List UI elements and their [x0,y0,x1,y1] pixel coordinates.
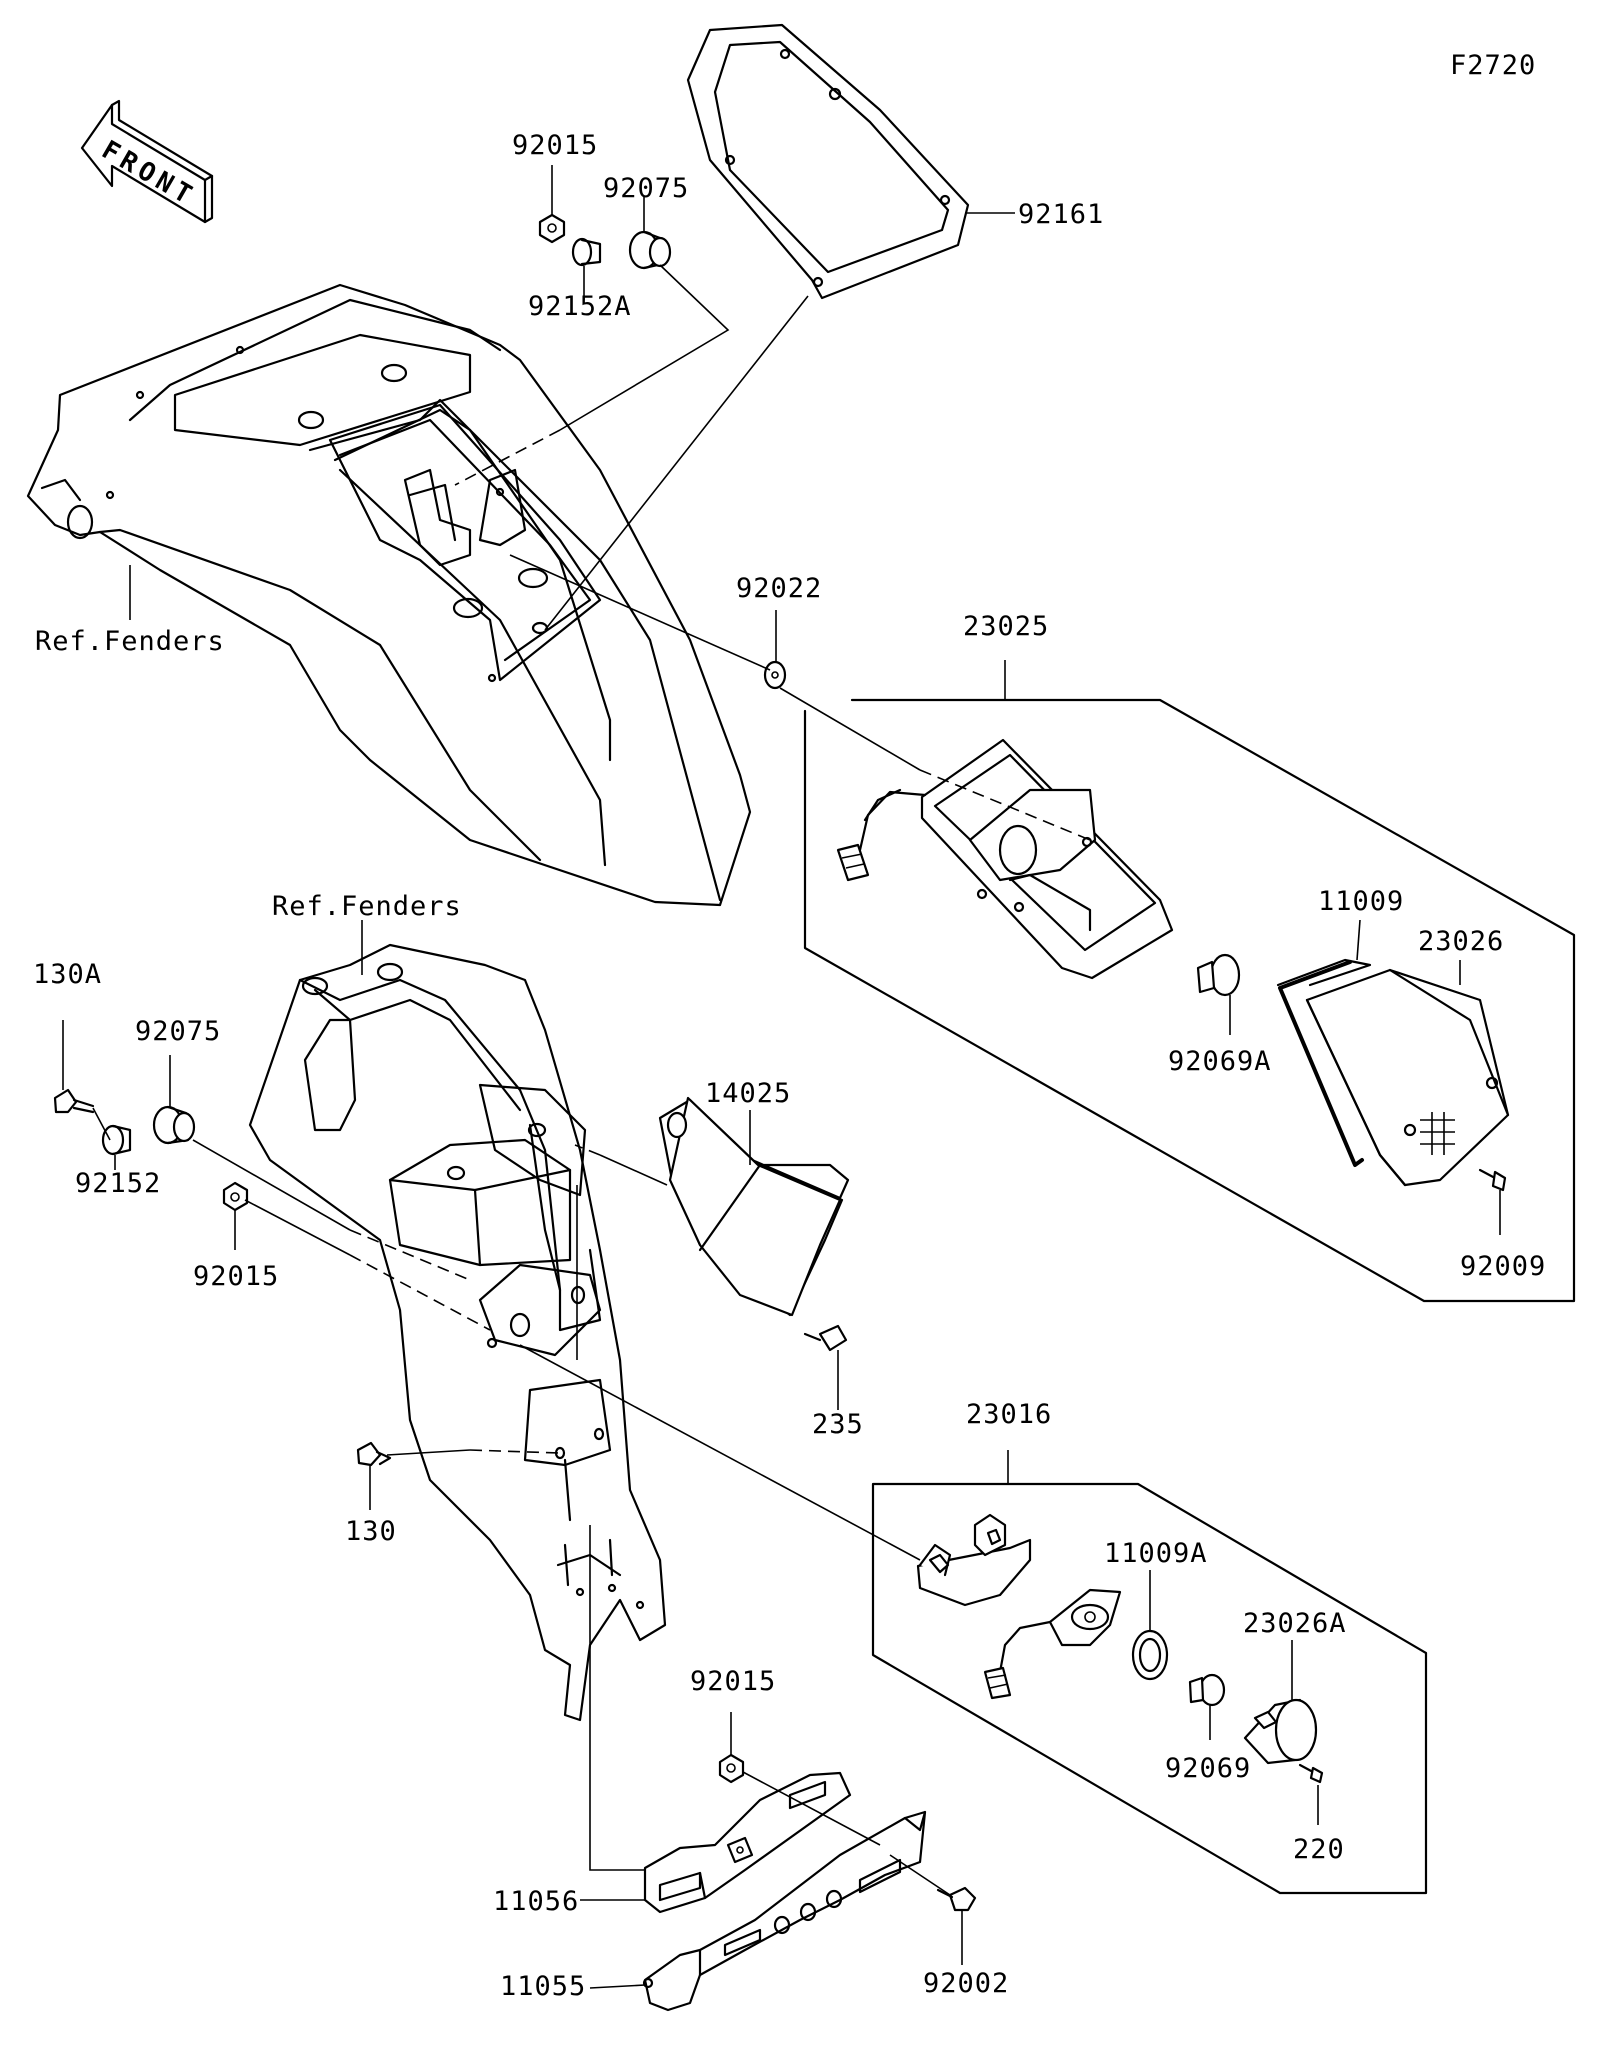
label-23025: 23025 [963,611,1049,642]
part-92015-mid-nut [222,1181,249,1212]
part-92069-bulb [1188,1673,1226,1707]
label-23026: 23026 [1418,926,1504,957]
label-92069A: 92069A [1168,1046,1272,1077]
part-23026-lens [1305,968,1510,1187]
part-92075-top-grommet [628,230,672,270]
upper-rear-fender [26,283,752,907]
label-220: 220 [1293,1834,1345,1865]
label-92015-low: 92015 [690,1666,776,1697]
part-92022-washer [763,660,787,690]
part-235-screw [803,1324,848,1352]
label-ref-fenders-top: Ref.Fenders [35,626,225,657]
label-92161: 92161 [1018,199,1104,230]
part-14025-cover [658,1096,850,1317]
label-92152: 92152 [75,1168,161,1199]
part-92152-collar [101,1124,132,1156]
part-92015-top-nut [538,213,566,244]
label-11056: 11056 [493,1886,579,1917]
label-11009A: 11009A [1104,1538,1208,1569]
part-11009A-gasket [1131,1629,1169,1681]
part-23026A-lens [1243,1698,1318,1765]
label-14025: 14025 [705,1078,791,1109]
label-23016: 23016 [966,1399,1052,1430]
label-92069: 92069 [1165,1753,1251,1784]
label-92152A: 92152A [528,291,632,322]
part-92009-screw [1478,1168,1507,1192]
label-ref-fenders-lower: Ref.Fenders [272,891,462,922]
label-130A: 130A [33,959,102,990]
leader-lines [62,165,1501,1989]
part-23025-assembly [803,698,1576,1303]
part-92069A-bulb [1196,953,1241,997]
part-92015-low-nut [718,1753,745,1784]
part-92152A-collar [571,237,602,267]
part-92002-bolt [936,1886,977,1912]
label-11009: 11009 [1318,886,1404,917]
label-92022: 92022 [736,573,822,604]
part-130-bolt [356,1441,392,1467]
part-labels: 92015 92075 92152A 92161 Ref.Fenders 920… [33,130,1546,2002]
part-130A-bolt [53,1088,95,1114]
part-220-screw [1298,1763,1324,1784]
part-92161-frame [686,23,970,300]
label-130: 130 [345,1516,397,1547]
part-11009-gasket [1276,958,1372,1167]
label-235: 235 [812,1409,864,1440]
part-23016-assembly [871,1482,1428,1895]
label-23026A: 23026A [1243,1608,1347,1639]
label-92002: 92002 [923,1968,1009,1999]
label-92075-low: 92075 [135,1016,221,1047]
label-92015-top: 92015 [512,130,598,161]
lower-rear-fender [248,943,667,1722]
part-92075-grommet-low [152,1105,196,1145]
part-11056-plate [643,1771,852,1914]
label-11055: 11055 [500,1971,586,2002]
part-11055-bracket [642,1810,927,2012]
label-92015-mid: 92015 [193,1261,279,1292]
figure-code: F2720 [1450,50,1536,81]
front-direction-arrow-icon: FRONT [80,99,214,224]
label-92009: 92009 [1460,1251,1546,1282]
label-92075-top: 92075 [603,173,689,204]
